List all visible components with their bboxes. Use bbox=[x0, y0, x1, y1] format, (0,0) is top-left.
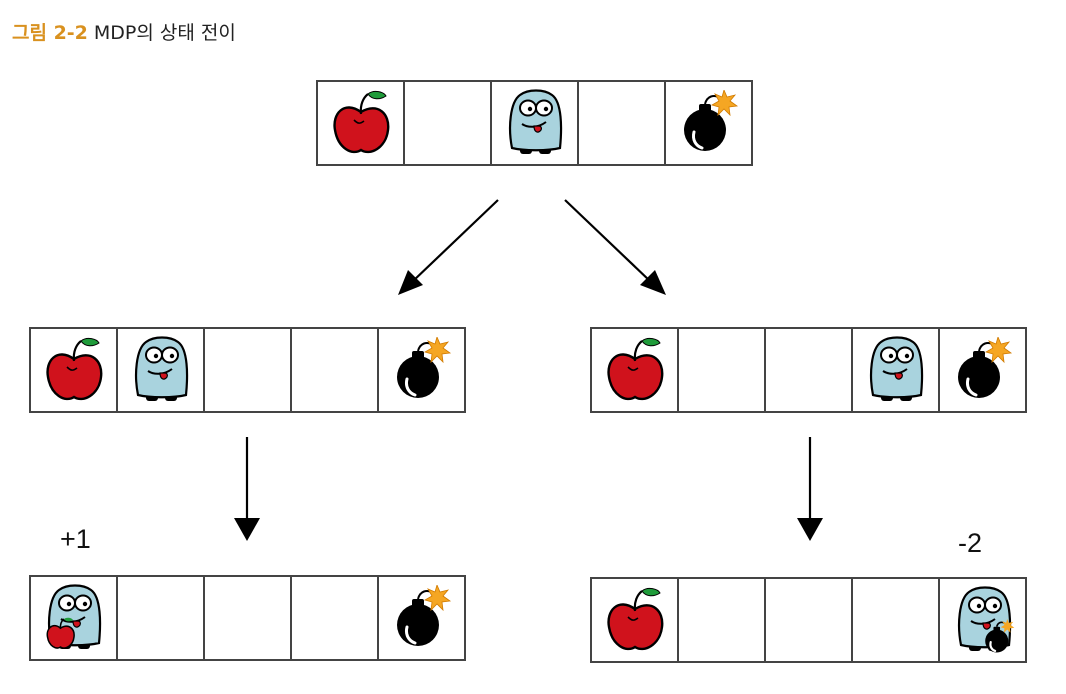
apple-icon bbox=[604, 587, 666, 653]
arrow-top-to-right bbox=[564, 199, 652, 283]
grid-cell bbox=[853, 579, 940, 661]
state-row-bottom-right bbox=[590, 577, 1027, 663]
figure-label: 그림 2-2 bbox=[12, 22, 88, 44]
grid-cell bbox=[318, 82, 405, 164]
state-row-bottom-left bbox=[29, 575, 466, 661]
grid-cell bbox=[379, 577, 466, 659]
robot-with-apple-icon bbox=[43, 583, 105, 653]
reward-left: +1 bbox=[60, 524, 91, 554]
grid-cell bbox=[205, 329, 292, 411]
grid-cell bbox=[766, 329, 853, 411]
grid-cell bbox=[940, 329, 1027, 411]
grid-cell bbox=[292, 329, 379, 411]
apple-icon bbox=[330, 90, 392, 156]
arrow-top-to-left bbox=[411, 199, 499, 283]
state-row-top bbox=[316, 80, 753, 166]
grid-cell bbox=[679, 329, 766, 411]
grid-cell bbox=[118, 577, 205, 659]
robot-with-bomb-icon bbox=[953, 585, 1015, 655]
robot-icon bbox=[130, 335, 192, 405]
state-row-middle-left bbox=[29, 327, 466, 413]
grid-cell bbox=[379, 329, 466, 411]
bomb-icon bbox=[680, 90, 740, 156]
state-row-middle-right bbox=[590, 327, 1027, 413]
grid-cell bbox=[766, 579, 853, 661]
robot-icon bbox=[504, 88, 566, 158]
grid-cell bbox=[679, 579, 766, 661]
grid-cell bbox=[31, 329, 118, 411]
robot-icon bbox=[865, 335, 927, 405]
arrowhead-right-down bbox=[797, 518, 823, 541]
bomb-icon bbox=[393, 337, 453, 403]
reward-right: -2 bbox=[958, 528, 983, 558]
apple-icon bbox=[604, 337, 666, 403]
grid-cell bbox=[118, 329, 205, 411]
bomb-icon bbox=[393, 585, 453, 651]
arrowhead-left-down bbox=[234, 518, 260, 541]
grid-cell bbox=[492, 82, 579, 164]
grid-cell bbox=[940, 579, 1027, 661]
arrowhead-top-to-left bbox=[398, 270, 423, 295]
grid-cell bbox=[592, 329, 679, 411]
apple-icon bbox=[43, 337, 105, 403]
grid-cell bbox=[405, 82, 492, 164]
grid-cell bbox=[579, 82, 666, 164]
grid-cell bbox=[592, 579, 679, 661]
grid-cell bbox=[666, 82, 753, 164]
grid-cell bbox=[292, 577, 379, 659]
bomb-icon bbox=[954, 337, 1014, 403]
figure-title: MDP의 상태 전이 bbox=[93, 22, 236, 44]
grid-cell bbox=[205, 577, 292, 659]
arrowhead-top-to-right bbox=[640, 270, 666, 295]
grid-cell bbox=[31, 577, 118, 659]
grid-cell bbox=[853, 329, 940, 411]
